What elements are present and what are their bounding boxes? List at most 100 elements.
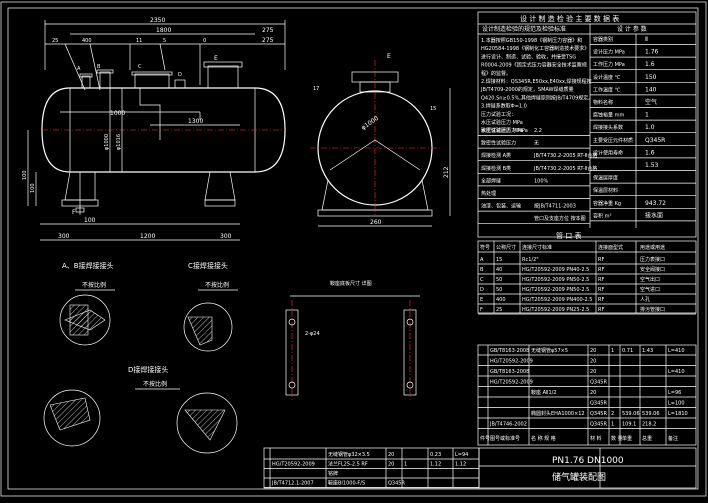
bottom-bom-material: 20 [388,462,394,468]
dim-phi1016: φ1016 [116,134,122,150]
nozzle-C [134,73,170,89]
spec-note-line: 1.本器按照GB150-1998《钢制压力容器》和 [481,37,582,44]
spec-note-line: 压力试验工况： [481,111,516,118]
bottom-bom-note: 1.12 [455,462,466,468]
label-E-side: E [387,53,391,60]
nozzle-header: 连接面型式 [598,244,623,251]
spec-title: 设 计 制 造 检 验 主 要 数 据 表 [520,14,619,23]
nozzle-symbol: B [480,267,484,273]
saddle-base-detail: 鞍座底板尺寸 详图 2-φ24 [285,280,420,400]
title-line2: 储气罐装配图 [552,471,606,483]
spec-param-key: 设计压力 MPa [593,49,625,56]
spec-param-value: 接水面 [645,211,663,219]
bottom-bom-weight: 0.23 [430,452,441,458]
weld-detail-d: D接焊接接头 不按比例 [43,365,238,454]
support-dim: 2-φ24 [305,331,320,337]
spec-param-key: 容器净重 Kg [593,200,621,207]
spec-mid-key: 油漆、包装、运输 [481,203,521,210]
label-B-main: B [97,64,101,70]
spec-mid-key: 全部焊缝 [481,177,501,184]
bom-standard: GB/T8163-2008 [490,369,529,375]
bom-material: 20 [590,359,596,365]
bom-header: 单重 [622,435,632,442]
spec-param-value: 1.53 [645,162,659,169]
label-C-main: C [138,64,142,70]
spec-note-line: Q420.Sn≥0.5%,其他焊缝原则按JB/T4709规定。 [481,94,593,101]
nozzle-use: 空气出口 [640,276,660,283]
dim-17: 17 [313,86,319,92]
spec-note-line: 2.焊接材料：QS345R,E50xx,E40xx,焊接规程按 [481,78,592,85]
spec-param-value: 空气 [645,98,657,106]
label-D-main: D [178,72,182,78]
spec-note-line: JB/T4709-2000的规定，SMAW焊缝质量 [480,86,573,93]
nozzle-dn: 50 [496,277,502,283]
bom-material: 20 [590,369,596,375]
spec-param-key: 保温层材料 [593,187,618,194]
spec-mid-value: 按JB/T4711-2003 [534,203,576,210]
bom-material: Q345R [590,401,607,407]
nozzle-B [99,71,111,89]
dim-0: 0 [203,38,206,44]
dim-1200: 1200 [140,233,155,240]
spec-param-value: 1.6 [645,149,655,156]
bom-material: Q345R [590,380,607,386]
bom-header: 总重 [642,435,652,442]
bom-name: 椭圆封头EHA1000×12 [531,410,585,417]
bom-note: L=96 [668,390,681,396]
spec-param-key: 腐蚀裕量 mm [593,112,624,119]
spec-param-value: 1 [645,112,649,119]
nozzle-symbol: A [480,257,484,263]
nozzle-standard: HG/T20592-2009 PN40-2.5 [522,267,589,273]
support-title: 鞍座底板尺寸 详图 [330,280,372,287]
weld-c-sub: 不按比例 [205,281,229,289]
bom-unit-weight: 109.1 [622,422,636,428]
main-view: E A B C D 1000 1300 φ1000 φ1016 F [22,43,286,241]
dim-275b: 275 [262,37,274,44]
nozzle-header: 公称尺寸 [496,244,516,251]
spec-param-value: 150 [645,74,657,81]
bom-header: 名 称 规 格 [531,435,556,442]
spec-note-line: 3.焊缝系数取Φ=1.0 [481,103,527,110]
spec-note-line: HG20584-1998《钢制化工容器制造技术要求》 [481,45,589,52]
dim-275a: 275 [262,27,274,34]
spec-mid-key: 热处理 [481,190,496,197]
title-line1: PN1.76 DN1000 [552,456,624,466]
dim-400: 400 [82,38,92,44]
dim-1000-main: 1000 [110,110,125,117]
title-block: PN1.76 DN1000 储气罐装配图 [478,447,697,489]
spec-table: 设 计 制 造 检 验 主 要 数 据 表 设计制造检验的规范及检验标准 设 计… [477,11,697,238]
nozzle-symbol: F [480,307,483,313]
spec-note-line: R0004-2009《固定式压力容器安全技术监察规 [481,62,587,69]
dim-100-a: 100 [84,217,96,224]
bom-name: 无缝钢管φ57×5 [531,347,568,354]
weld-d-sub: 不按比例 [143,380,167,388]
bottom-bom-material: Q345R [388,481,405,487]
bom-header: 件号 [480,435,490,442]
side-view: 260 212 φ1000 E 17 15 [310,53,451,227]
dim-11: 11 [136,38,142,44]
nozzle-dn: 25 [496,307,502,313]
nozzle-header: 用途或用途 [640,244,665,251]
spec-param-key: 物料名称 [593,99,613,106]
nozzle-dn: 50 [496,287,502,293]
bottom-bom-standard: JB/T4712.1-2007 [271,481,314,487]
nozzle-standard: HG/T20592-2009 PN25-2.5 [522,307,589,313]
nozzle-symbol: C [480,277,484,283]
spec-param-key: 工作压力 MPa [593,61,625,68]
nozzle-face: RF [598,307,604,313]
bom-standard: JB/T4746-2002 [489,422,527,428]
nozzle-use: 人孔 [640,296,650,303]
nozzle-face: RF [598,267,604,273]
nozzle-face: RF [598,257,604,263]
nozzle-title: 管 口 表 [556,231,581,240]
weld-ab-title: A、B接焊接接头 [62,261,114,270]
dim-5: 5 [163,38,166,44]
bom-unit-weight: 539.06 [622,411,640,417]
bom-material: 20 [590,348,596,354]
spec-param-key: 保温层厚度 [593,175,618,182]
dim-15: 15 [430,106,436,112]
bom-header: 材 料 [590,435,602,442]
bom-standard: HG/T20592-2009 [490,380,533,386]
bom-quantity: 2 [611,411,614,417]
